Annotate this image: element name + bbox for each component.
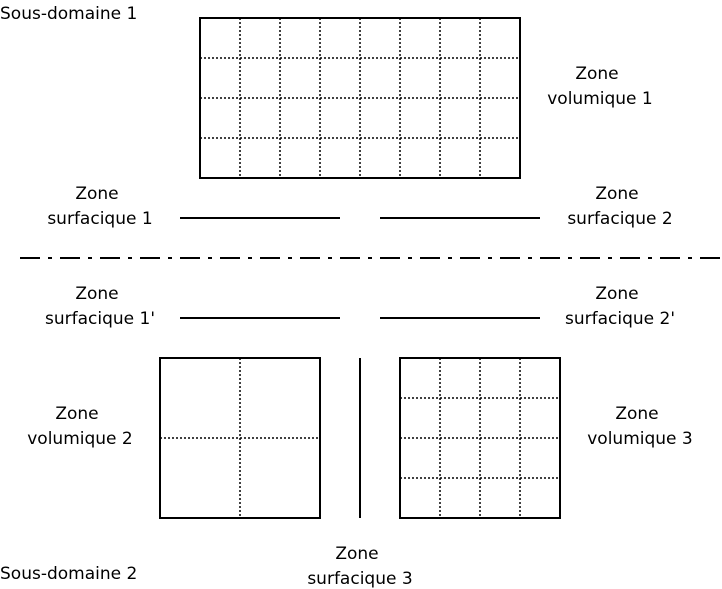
volume-zone-1-grid — [199, 17, 521, 179]
surface-zone-2-prime-label-line1: Zone — [595, 284, 638, 304]
volume-zone-2-grid — [159, 357, 321, 519]
surface-zone-1-prime-label-line2: surfacique 1' — [45, 309, 155, 329]
volume-zone-1-label-line1: Zone — [575, 64, 618, 84]
surface-zone-2-label-line1: Zone — [595, 184, 638, 204]
surface-zone-2-label-line2: surfacique 2 — [567, 209, 672, 229]
surface-zone-2-prime-label-line2: surfacique 2' — [565, 309, 675, 329]
volume-zone-2-label-line1: Zone — [55, 404, 98, 424]
surface-zone-3-label-line1: Zone — [335, 544, 378, 564]
subdomain-2-label: Sous-domaine 2 — [0, 564, 137, 584]
volume-zone-3-grid — [399, 357, 561, 519]
surface-zone-3-label-line2: surfacique 3 — [307, 569, 412, 589]
surface-zone-1-label-line1: Zone — [75, 184, 118, 204]
surface-zone-1-prime-label-line1: Zone — [75, 284, 118, 304]
volume-zone-3-label-line2: volumique 3 — [587, 429, 693, 449]
subdomain-1-label: Sous-domaine 1 — [0, 4, 137, 24]
surface-zone-1-label-line2: surfacique 1 — [47, 209, 152, 229]
volume-zone-3-label-line1: Zone — [615, 404, 658, 424]
volume-zone-2-label-line2: volumique 2 — [27, 429, 133, 449]
volume-zone-1-label-line2: volumique 1 — [547, 89, 653, 109]
